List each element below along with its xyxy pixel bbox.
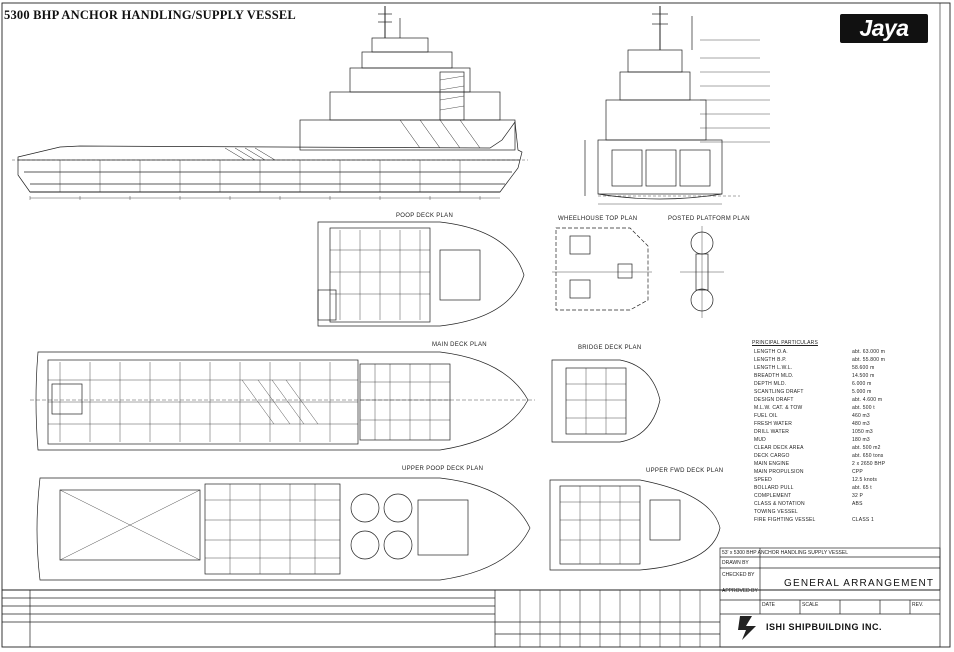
particular-value: ABS [852,501,863,507]
title-block-label: DRAWN BY [722,560,749,566]
particular-label: CLASS & NOTATION [754,501,805,507]
particular-value: abt. 65 t [852,485,872,491]
drawing-title-general-arrangement: GENERAL ARRANGEMENT [784,578,935,589]
particular-label: CLEAR DECK AREA [754,445,804,451]
particular-value: CPP [852,469,863,475]
particular-label: FRESH WATER [754,421,793,427]
particular-label: MAIN ENGINE [754,461,790,467]
title-block-lines [2,547,941,648]
title-block-label: CHECKED BY [722,572,755,578]
particular-label: SPEED [754,477,772,483]
particular-label: COMPLEMENT [754,493,792,499]
particular-value: abt. 500 m2 [852,445,881,451]
particular-value: abt. 55.800 m [852,357,886,363]
particular-label: BOLLARD PULL [754,485,794,491]
particular-label: LENGTH B.P. [754,357,787,363]
particular-label: TOWING VESSEL [754,509,798,515]
particular-label: BREADTH MLD. [754,373,794,379]
particular-label: DESIGN DRAFT [754,397,794,403]
label-bridge-deck-plan: BRIDGE DECK PLAN [578,345,642,351]
particular-label: FUEL OIL [754,413,778,419]
particular-value: abt. 500 t [852,405,875,411]
particular-label: DRILL WATER [754,429,790,435]
title-block-label: DATE [762,602,775,608]
particular-label: DEPTH MLD. [754,381,787,387]
particular-value: 480 m3 [852,421,870,427]
main-deck-plan [30,351,535,451]
particular-value: 32 P [852,493,864,499]
shipbuilder-name: ISHI SHIPBUILDING INC. [766,622,883,632]
particular-value: abt. 63.000 m [852,349,886,355]
particular-value: 460 m3 [852,413,870,419]
wheelhouse-top-plan [552,227,652,311]
title-block-label: SCALE [802,602,819,608]
particular-value: abt. 650 tons [852,453,884,459]
particular-label: M.L.W. CAT. & TOW [754,405,803,411]
particular-value: 12.5 knots [852,477,878,483]
particular-value: CLASS 1 [852,517,874,523]
particular-label: DECK CARGO [754,453,790,459]
bridge-deck-plan [551,359,661,443]
label-wheelhouse-top-plan: WHEELHOUSE TOP PLAN [558,216,638,222]
particular-value: abt. 4.600 m [852,397,883,403]
label-main-deck-plan: MAIN DECK PLAN [432,342,487,348]
title-block-label: APPROVED BY [722,588,758,594]
particular-label: MUD [754,437,766,443]
poop-deck-plan [317,221,525,327]
particular-label: FIRE FIGHTING VESSEL [754,517,816,523]
particular-value: 1050 m3 [852,429,873,435]
drawing-title: 5300 BHP ANCHOR HANDLING/SUPPLY VESSEL [4,8,296,22]
particulars-heading: PRINCIPAL PARTICULARS [752,340,818,346]
front-elevation [584,6,770,205]
posted-platform-plan [680,226,724,318]
upper-poop-deck-plan [36,477,531,581]
particular-value: 58.600 m [852,365,875,371]
upper-fwd-deck-plan [549,479,721,571]
particular-label: LENGTH L.W.L. [754,365,793,371]
particular-label: MAIN PROPULSION [754,469,804,475]
particular-value: 6.000 m [852,381,872,387]
label-upper-fwd-deck-plan: UPPER FWD DECK PLAN [646,468,724,474]
label-upper-poop-deck-plan: UPPER POOP DECK PLAN [402,466,484,472]
company-mark-icon [738,616,756,640]
title-block-label: REV. [912,602,924,608]
particular-value: 180 m3 [852,437,870,443]
label-poop-deck-plan: POOP DECK PLAN [396,213,454,219]
particular-value: 14.500 m [852,373,875,379]
particular-value: 5.000 m [852,389,872,395]
brand-logo: Jaya [840,14,928,43]
profile-view [12,6,528,200]
particular-label: SCANTLING DRAFT [754,389,804,395]
particular-value: 2 x 2650 BHP [852,461,886,467]
particular-label: LENGTH O.A. [754,349,788,355]
title-block-subject: 53' x 5300 BHP ANCHOR HANDLING SUPPLY VE… [722,550,849,556]
label-posted-platform-plan: POSTED PLATFORM PLAN [668,216,750,222]
